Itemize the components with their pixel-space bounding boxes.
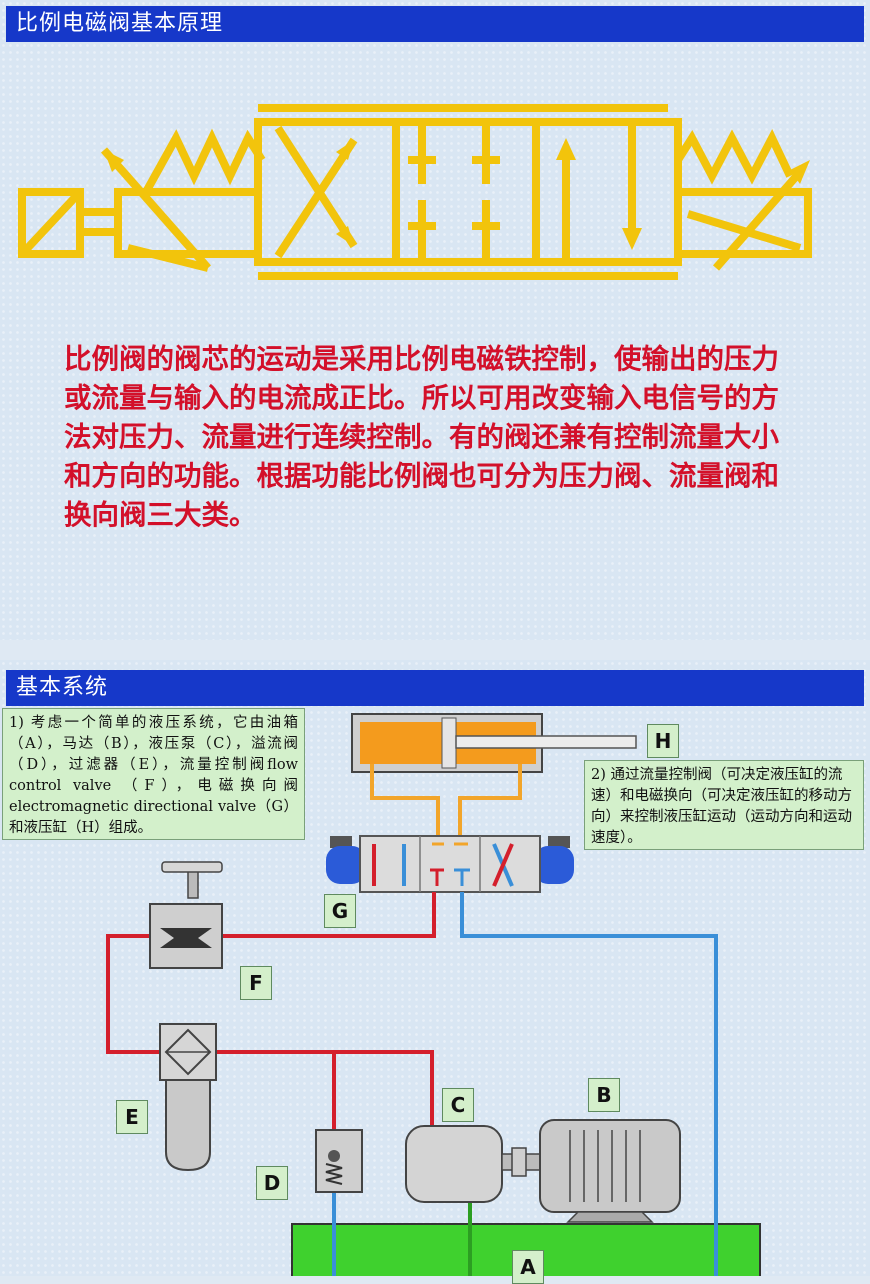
slide-title: 基本系统 [6, 670, 864, 706]
label-cylinder-h: H [647, 724, 679, 758]
principle-paragraph: 比例阀的阀芯的运动是采用比例电磁铁控制，使输出的压力或流量与输入的电流成正比。所… [64, 343, 779, 531]
pump-body [405, 1125, 503, 1203]
slide-title: 比例电磁阀基本原理 [6, 6, 864, 42]
left-spring [142, 128, 266, 194]
cylinder-rod [455, 735, 637, 749]
cylinder-chamber-left [360, 722, 442, 764]
label-motor-b: B [588, 1078, 620, 1112]
solenoid-left [326, 846, 366, 884]
cylinder-line-b [458, 764, 522, 840]
pressure-line [106, 892, 436, 1096]
solenoid-right [534, 846, 574, 884]
label-flow-valve-f: F [240, 966, 272, 1000]
proportional-valve-symbol [18, 104, 812, 280]
right-spring-box [674, 188, 812, 258]
cylinder-line-a [370, 764, 440, 840]
system-description-note: 1) 考虑一个简单的液压系统，它由油箱（A），马达（B），液压泵（C），溢流阀（… [2, 708, 305, 840]
motor-body [539, 1119, 681, 1213]
left-solenoid-box [18, 188, 84, 258]
relief-valve-body [315, 1129, 363, 1193]
return-line [460, 892, 718, 1276]
slide-basic-system: 基本系统 1) 考虑一个简单的液压系统，它由油箱（A），马达（B），液压泵（C）… [0, 660, 870, 1284]
valve-mount-left [330, 836, 352, 848]
right-spring [674, 129, 794, 185]
hydraulic-system-diagram [106, 713, 761, 1276]
control-description-note: 2) 通过流量控制阀（可决定液压缸的流速）和电磁换向（可决定液压缸的移动方向）来… [584, 760, 864, 850]
cylinder-piston [441, 717, 457, 769]
label-pump-c: C [442, 1088, 474, 1122]
label-valve-g: G [324, 894, 356, 928]
label-tank-a: A [512, 1250, 544, 1284]
label-filter-e: E [116, 1100, 148, 1134]
flow-valve-knob [161, 861, 223, 873]
filter-bowl [165, 1079, 211, 1172]
slide-principle: 比例电磁阀基本原理 [0, 0, 870, 640]
label-relief-valve-d: D [256, 1166, 288, 1200]
tank-outline [291, 1223, 761, 1276]
valve-mount-right [548, 836, 570, 848]
